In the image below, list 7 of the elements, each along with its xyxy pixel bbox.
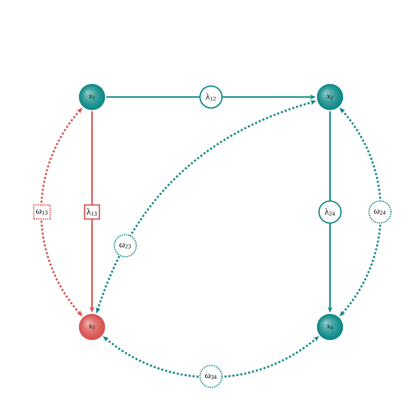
edge-label: λ$_{13}$ — [84, 204, 100, 220]
edge-label: λ$_{12}$ — [199, 85, 223, 109]
edge-label: ω$_{13}$ — [33, 204, 51, 220]
edge-label: ω$_{34}$ — [199, 364, 223, 388]
edge-label: λ$_{24}$ — [318, 200, 342, 224]
edge-label: ω$_{24}$ — [368, 200, 392, 224]
edge-label: ω$_{23}$ — [114, 234, 137, 258]
